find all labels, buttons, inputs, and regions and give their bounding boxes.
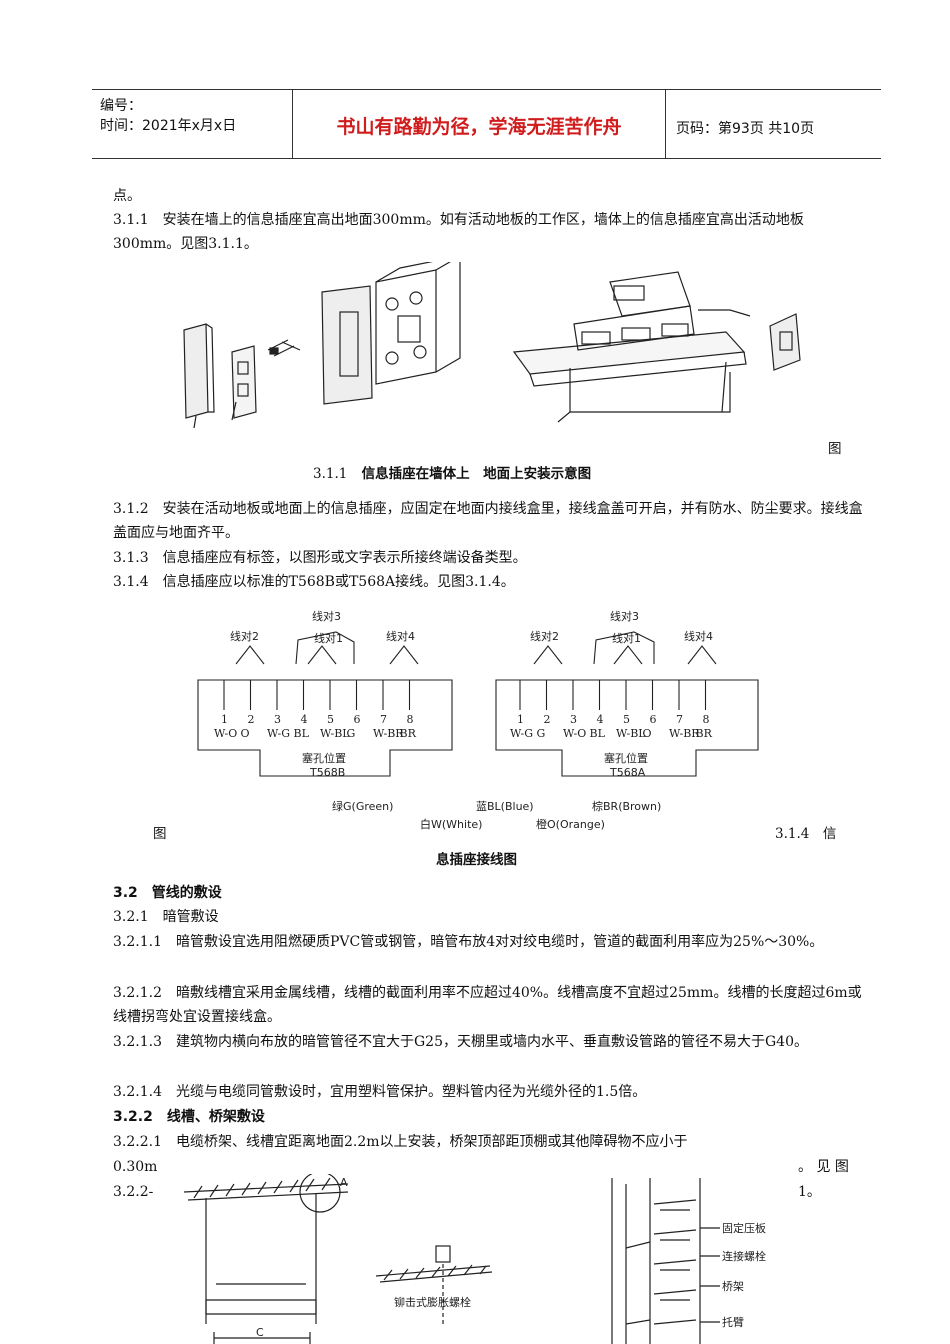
label-bracket: 托臂 <box>722 1315 744 1329</box>
legend-white: 白W(White) <box>420 817 482 831</box>
pin-color: O <box>643 727 652 740</box>
label-connecting-bolt: 连接螺栓 <box>722 1249 766 1263</box>
paragraph-3-1-2: 3.1.2 安装在活动地板或地面上的信息插座，应固定在地面内接线盒里，接线盒盖可… <box>113 501 863 541</box>
paragraph-3-2-1-4: 3.2.1.4 光缆与电缆同管敷设时，宜用塑料管保护。塑料管内径为光缆外径的1.… <box>113 1084 647 1100</box>
paragraph-3-2-1-2: 3.2.1.2 暗敷线槽宜采用金属线槽，线槽的截面利用率不应超过40%。线槽高度… <box>113 985 862 1025</box>
header-divider <box>292 90 293 158</box>
figure-number: 3.1.1 <box>313 466 348 482</box>
pin-color: W-O <box>214 727 237 740</box>
section-3-2-heading: 3.2 管线的敷设 <box>113 885 222 901</box>
pin-number: 5 <box>327 713 334 726</box>
figure-label-right: 3.1.4 信 <box>775 826 837 842</box>
pin-number: 8 <box>407 713 414 726</box>
subsection-3-2-1: 3.2.1 暗管敷设 <box>113 909 219 925</box>
t568b-pair-1: 线对1 <box>314 631 343 645</box>
figure-3-2-2-1: A C 铆击式膨胀螺栓 固定压板 连接螺栓 桥架 托臂 <box>183 1174 766 1344</box>
pin-color: BL <box>590 727 606 740</box>
pin-number: 6 <box>650 713 657 726</box>
t568a-jack-label: 塞孔位置 <box>604 751 648 765</box>
header-meta: 编号： 时间：2021年x月x日 <box>100 96 236 136</box>
paragraph-3-2-2-1-fig: 3.2.2- <box>113 1184 154 1200</box>
t568a-standard: T568A <box>609 766 646 779</box>
paragraph-3-1-3: 3.1.3 信息插座应有标签，以图形或文字表示所接终端设备类型。 <box>113 550 527 566</box>
document-header: 编号： 时间：2021年x月x日 书山有路勤为径，学海无涯苦作舟 页码：第93页… <box>92 89 881 159</box>
pin-number: 3 <box>274 713 281 726</box>
t568a-pair-3: 线对3 <box>610 609 639 623</box>
pin-number: 8 <box>703 713 710 726</box>
t568b-jack-label: 塞孔位置 <box>302 751 346 765</box>
label-bolt: 铆击式膨胀螺栓 <box>394 1295 471 1309</box>
legend-orange: 橙O(Orange) <box>536 817 605 831</box>
label-bridge: 桥架 <box>722 1280 744 1293</box>
pin-color: BR <box>696 727 713 740</box>
pin-number: 7 <box>380 713 387 726</box>
label-c: C <box>256 1326 264 1339</box>
t568b-pair-2: 线对2 <box>230 629 259 643</box>
pin-color: W-G <box>267 727 290 740</box>
pin-color: W-BL <box>616 727 646 740</box>
pin-number: 1 <box>517 713 524 726</box>
figure-3-1-4-caption: 息插座接线图 <box>436 852 517 868</box>
header-divider <box>665 90 666 158</box>
t568a-pair-1: 线对1 <box>612 631 641 645</box>
figure-title: 信息插座在墙体上 地面上安装示意图 <box>361 466 592 482</box>
pin-color: W-G <box>510 727 533 740</box>
legend-blue: 蓝BL(Blue) <box>476 800 534 813</box>
t568b-pair-3: 线对3 <box>312 609 341 623</box>
figure-label-left: 图 <box>153 826 167 842</box>
pin-number: 4 <box>597 713 604 726</box>
pin-color: BR <box>400 727 417 740</box>
paragraph-3-2-2-1-ref: 。 见 图 <box>798 1159 849 1175</box>
pin-number: 1 <box>221 713 228 726</box>
paragraph-3-1-1: 3.1.1 安装在墙上的信息插座宜高出地面300mm。如有活动地板的工作区，墙体… <box>113 212 804 252</box>
pin-color: BL <box>294 727 310 740</box>
pin-number: 2 <box>248 713 255 726</box>
number-label: 编号： <box>100 98 142 114</box>
pin-color: O <box>241 727 250 740</box>
page-info: 页码：第93页 共10页 <box>676 121 815 137</box>
pin-color: W-BR <box>373 727 404 740</box>
figure-label-tail: 图 <box>828 441 842 457</box>
pin-number: 7 <box>676 713 683 726</box>
pin-color: W-BL <box>320 727 350 740</box>
pin-number: 5 <box>623 713 630 726</box>
t568a-pair-4: 线对4 <box>684 629 713 643</box>
header-motto: 书山有路勤为径，学海无涯苦作舟 <box>336 116 622 138</box>
paragraph-3-2-2-1: 3.2.2.1 电缆桥架、线槽宜距离地面2.2m以上安装，桥架顶部距顶棚或其他障… <box>113 1134 688 1150</box>
pin-number: 6 <box>354 713 361 726</box>
time-label: 时间：2021年x月x日 <box>100 118 237 134</box>
pin-color: G <box>347 727 356 740</box>
legend-brown: 棕BR(Brown) <box>592 799 661 813</box>
paragraph-3-2-2-1-end: 1。 <box>798 1184 821 1200</box>
label-fixing-plate: 固定压板 <box>722 1221 766 1235</box>
paragraph-3-2-2-1-cont: 0.30m <box>113 1159 158 1175</box>
pin-color: W-O <box>563 727 586 740</box>
subsection-3-2-2: 3.2.2 线槽、桥架敷设 <box>113 1109 265 1125</box>
pin-number: 4 <box>301 713 308 726</box>
paragraph-3-2-1-1: 3.2.1.1 暗管敷设宜选用阻燃硬质PVC管或钢管，暗管布放4对对绞电缆时，管… <box>113 934 824 950</box>
pin-number: 2 <box>544 713 551 726</box>
figure-3-1-1 <box>183 262 801 429</box>
paragraph: 点。 <box>113 188 141 204</box>
t568b-pair-4: 线对4 <box>386 629 415 643</box>
pin-color: W-BR <box>669 727 700 740</box>
pin-number: 3 <box>570 713 577 726</box>
figure-3-1-1-caption: 3.1.1 信息插座在墙体上 地面上安装示意图 <box>313 462 591 482</box>
t568b-standard: T568B <box>309 766 345 779</box>
paragraph-3-2-1-3: 3.2.1.3 建筑物内横向布放的暗管管径不宜大于G25，天棚里或墙内水平、垂直… <box>113 1034 808 1050</box>
pin-color: G <box>537 727 546 740</box>
paragraph-3-1-4: 3.1.4 信息插座应以标准的T568B或T568A接线。见图3.1.4。 <box>113 574 515 590</box>
t568a-pair-2: 线对2 <box>530 629 559 643</box>
legend-green: 绿G(Green) <box>332 799 393 813</box>
label-a: A <box>340 1176 348 1189</box>
